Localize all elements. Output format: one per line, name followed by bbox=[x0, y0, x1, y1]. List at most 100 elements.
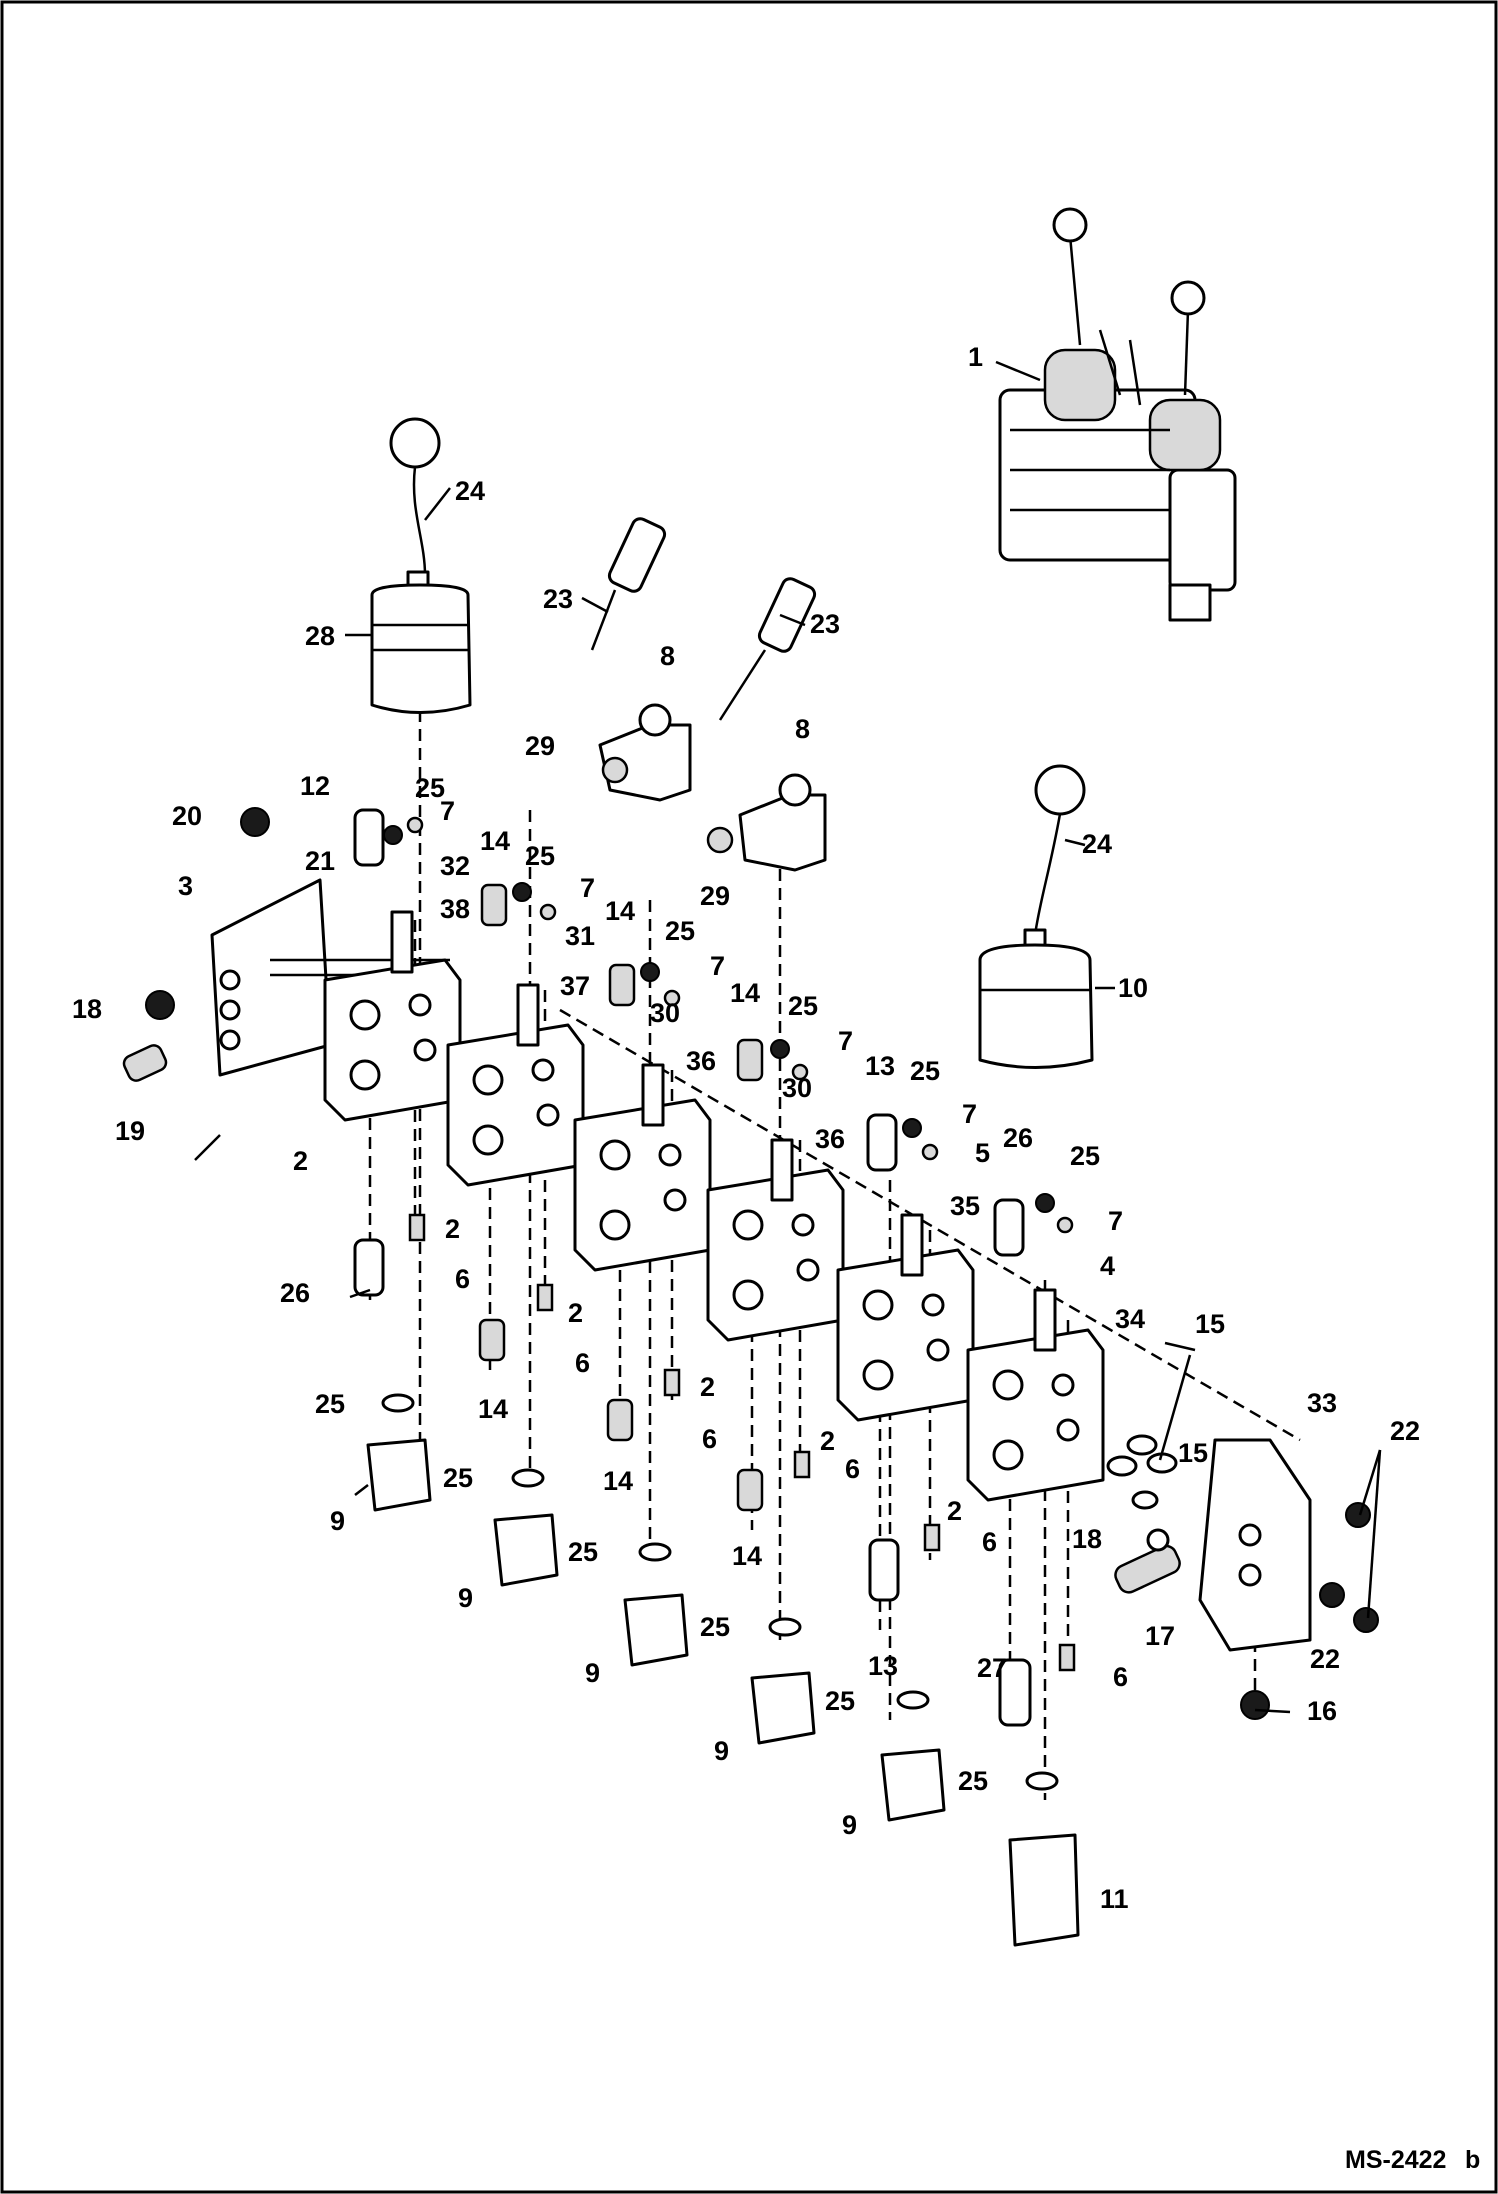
drawing-number: MS-2422 bbox=[1345, 2146, 1446, 2174]
callout-14: 14 bbox=[605, 896, 635, 926]
callout-7: 7 bbox=[962, 1099, 977, 1129]
callout-29: 29 bbox=[525, 731, 555, 761]
callout-11: 11 bbox=[1100, 1884, 1129, 1914]
callout-25: 25 bbox=[788, 991, 818, 1021]
callout-32: 32 bbox=[440, 851, 470, 881]
callout-7: 7 bbox=[1108, 1206, 1123, 1236]
callout-25: 25 bbox=[958, 1766, 988, 1796]
callout-20: 20 bbox=[172, 801, 202, 831]
callout-9: 9 bbox=[458, 1583, 473, 1613]
callout-16: 16 bbox=[1307, 1696, 1337, 1726]
small-parts bbox=[381, 816, 1076, 1791]
callout-25: 25 bbox=[700, 1612, 730, 1642]
callout-25: 25 bbox=[825, 1686, 855, 1716]
callout-24: 24 bbox=[1082, 829, 1112, 859]
callout-25: 25 bbox=[525, 841, 555, 871]
callout-30: 30 bbox=[782, 1073, 812, 1103]
callout-9: 9 bbox=[714, 1736, 729, 1766]
callout-2: 2 bbox=[947, 1496, 962, 1526]
callout-6: 6 bbox=[845, 1454, 860, 1484]
callout-12: 12 bbox=[300, 771, 330, 801]
callout-2: 2 bbox=[700, 1372, 715, 1402]
callout-34: 34 bbox=[1115, 1304, 1145, 1334]
callout-2: 2 bbox=[445, 1214, 460, 1244]
callout-3: 3 bbox=[178, 871, 193, 901]
lever-assemblies bbox=[590, 517, 827, 872]
callout-14: 14 bbox=[603, 1466, 633, 1496]
callout-18: 18 bbox=[72, 994, 102, 1024]
callout-25: 25 bbox=[665, 916, 695, 946]
callout-10: 10 bbox=[1118, 973, 1148, 1003]
callout-15: 15 bbox=[1178, 1438, 1208, 1468]
callout-25: 25 bbox=[315, 1389, 345, 1419]
callout-25: 25 bbox=[568, 1537, 598, 1567]
right-joystick bbox=[978, 764, 1094, 1069]
callout-22: 22 bbox=[1310, 1644, 1340, 1674]
valve-sections bbox=[323, 958, 1105, 1502]
callout-2: 2 bbox=[293, 1146, 308, 1176]
callout-15: 15 bbox=[1195, 1309, 1225, 1339]
callout-5: 5 bbox=[975, 1138, 990, 1168]
callout-7: 7 bbox=[440, 796, 455, 826]
end-sections bbox=[210, 878, 1379, 1652]
spools bbox=[390, 910, 1057, 1352]
callout-31: 31 bbox=[565, 921, 595, 951]
callout-36: 36 bbox=[815, 1124, 845, 1154]
callout-37: 37 bbox=[560, 971, 590, 1001]
callout-22: 22 bbox=[1390, 1416, 1420, 1446]
fittings bbox=[122, 807, 1270, 1720]
callout-30: 30 bbox=[650, 998, 680, 1028]
callout-14: 14 bbox=[478, 1394, 508, 1424]
left-joystick bbox=[370, 417, 472, 714]
callout-14: 14 bbox=[480, 826, 510, 856]
callout-19: 19 bbox=[115, 1116, 145, 1146]
callout-9: 9 bbox=[842, 1810, 857, 1840]
drawing-revision: b bbox=[1465, 2146, 1480, 2174]
callout-2: 2 bbox=[568, 1298, 583, 1328]
callout-24: 24 bbox=[455, 476, 485, 506]
callout-26: 26 bbox=[280, 1278, 310, 1308]
relief-valves-and-plugs bbox=[353, 808, 1032, 1727]
callout-25: 25 bbox=[910, 1056, 940, 1086]
callout-6: 6 bbox=[702, 1424, 717, 1454]
callout-7: 7 bbox=[710, 951, 725, 981]
callout-4: 4 bbox=[1100, 1251, 1115, 1281]
callout-2: 2 bbox=[820, 1426, 835, 1456]
callout-9: 9 bbox=[585, 1658, 600, 1688]
callout-25: 25 bbox=[415, 773, 445, 803]
callout-6: 6 bbox=[1113, 1662, 1128, 1692]
callout-33: 33 bbox=[1307, 1388, 1337, 1418]
callout-13: 13 bbox=[868, 1651, 898, 1681]
leader-lines bbox=[194, 360, 1382, 1714]
callout-28: 28 bbox=[305, 621, 335, 651]
callout-1: 1 bbox=[968, 342, 983, 372]
callout-26: 26 bbox=[1003, 1123, 1033, 1153]
callout-38: 38 bbox=[440, 894, 470, 924]
assembled-valve bbox=[998, 207, 1237, 622]
spool-caps bbox=[366, 1438, 1080, 1947]
callout-7: 7 bbox=[838, 1026, 853, 1056]
callout-13: 13 bbox=[865, 1051, 895, 1081]
callout-27: 27 bbox=[977, 1653, 1007, 1683]
callout-25: 25 bbox=[443, 1463, 473, 1493]
callout-14: 14 bbox=[732, 1541, 762, 1571]
callout-36: 36 bbox=[686, 1046, 716, 1076]
callout-9: 9 bbox=[330, 1506, 345, 1536]
callout-8: 8 bbox=[795, 714, 810, 744]
callout-8: 8 bbox=[660, 641, 675, 671]
callout-23: 23 bbox=[810, 609, 840, 639]
callout-23: 23 bbox=[543, 584, 573, 614]
callout-14: 14 bbox=[730, 978, 760, 1008]
callout-7: 7 bbox=[580, 873, 595, 903]
callout-29: 29 bbox=[700, 881, 730, 911]
callout-17: 17 bbox=[1145, 1621, 1175, 1651]
callout-6: 6 bbox=[982, 1527, 997, 1557]
callout-21: 21 bbox=[305, 846, 335, 876]
callout-6: 6 bbox=[575, 1348, 590, 1378]
callout-6: 6 bbox=[455, 1264, 470, 1294]
callout-35: 35 bbox=[950, 1191, 980, 1221]
callout-labels: 1 24 28 23 23 8 8 29 29 12 25 7 20 3 21 … bbox=[72, 342, 1420, 1914]
callout-25: 25 bbox=[1070, 1141, 1100, 1171]
